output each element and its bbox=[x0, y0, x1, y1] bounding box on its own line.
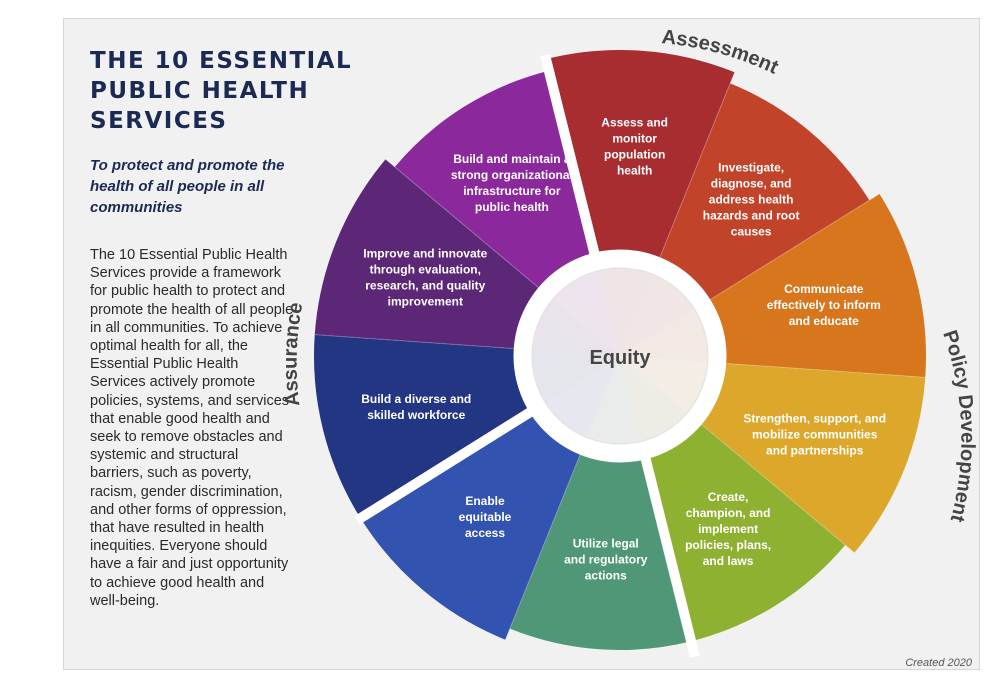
wedge-assess-monitor bbox=[545, 50, 735, 266]
group-label-assurance: Assurance bbox=[280, 301, 308, 408]
wedge-divider bbox=[694, 418, 855, 554]
description-text: The 10 Essential Public Health Services … bbox=[90, 247, 294, 609]
equity-tint-communicate-educate bbox=[620, 309, 709, 363]
equity-tint-legal-regulatory bbox=[587, 356, 642, 444]
equity-tint-create-policies bbox=[620, 356, 688, 442]
page-title: THE 10 ESSENTIAL PUBLIC HEALTH SERVICES bbox=[90, 48, 353, 134]
group-separator bbox=[638, 447, 700, 659]
group-label-policy-development: Policy Development bbox=[938, 328, 978, 525]
equity-tint-diverse-workforce bbox=[532, 349, 620, 403]
wedge-investigate-diagnose bbox=[656, 83, 870, 305]
group-separator bbox=[540, 53, 602, 265]
equity-tint-equitable-access bbox=[545, 356, 620, 438]
subtitle: To protect and promote the health of all… bbox=[90, 157, 285, 216]
equity-tint-assess-monitor bbox=[598, 268, 653, 356]
wedge-improve-innovate bbox=[314, 159, 545, 350]
wedge-divider bbox=[504, 446, 584, 640]
wedge-strengthen-mobilize bbox=[695, 362, 926, 553]
wedge-diverse-workforce bbox=[314, 334, 537, 519]
equity-tint-strengthen-mobilize bbox=[620, 356, 708, 413]
wedge-communicate-educate bbox=[703, 193, 926, 378]
wedge-legal-regulatory bbox=[509, 446, 692, 650]
wedge-divider bbox=[702, 193, 880, 305]
wedge-divider bbox=[656, 72, 736, 266]
equity-tint-investigate-diagnose bbox=[620, 274, 695, 356]
wedge-create-policies bbox=[643, 418, 846, 642]
wedge-organizational-infrastructure bbox=[394, 70, 597, 294]
equity-tint-organizational-infrastructure bbox=[552, 270, 620, 356]
equity-inner-border bbox=[531, 267, 709, 445]
wedge-divider bbox=[385, 158, 546, 294]
wedge-divider bbox=[314, 334, 523, 350]
wedge-divider bbox=[717, 362, 926, 378]
group-separator bbox=[354, 402, 542, 525]
wedge-equitable-access bbox=[360, 407, 584, 640]
equity-label: Equity bbox=[589, 347, 651, 369]
equity-tint-improve-innovate bbox=[532, 299, 620, 356]
created-date: Created 2020 bbox=[905, 657, 972, 669]
